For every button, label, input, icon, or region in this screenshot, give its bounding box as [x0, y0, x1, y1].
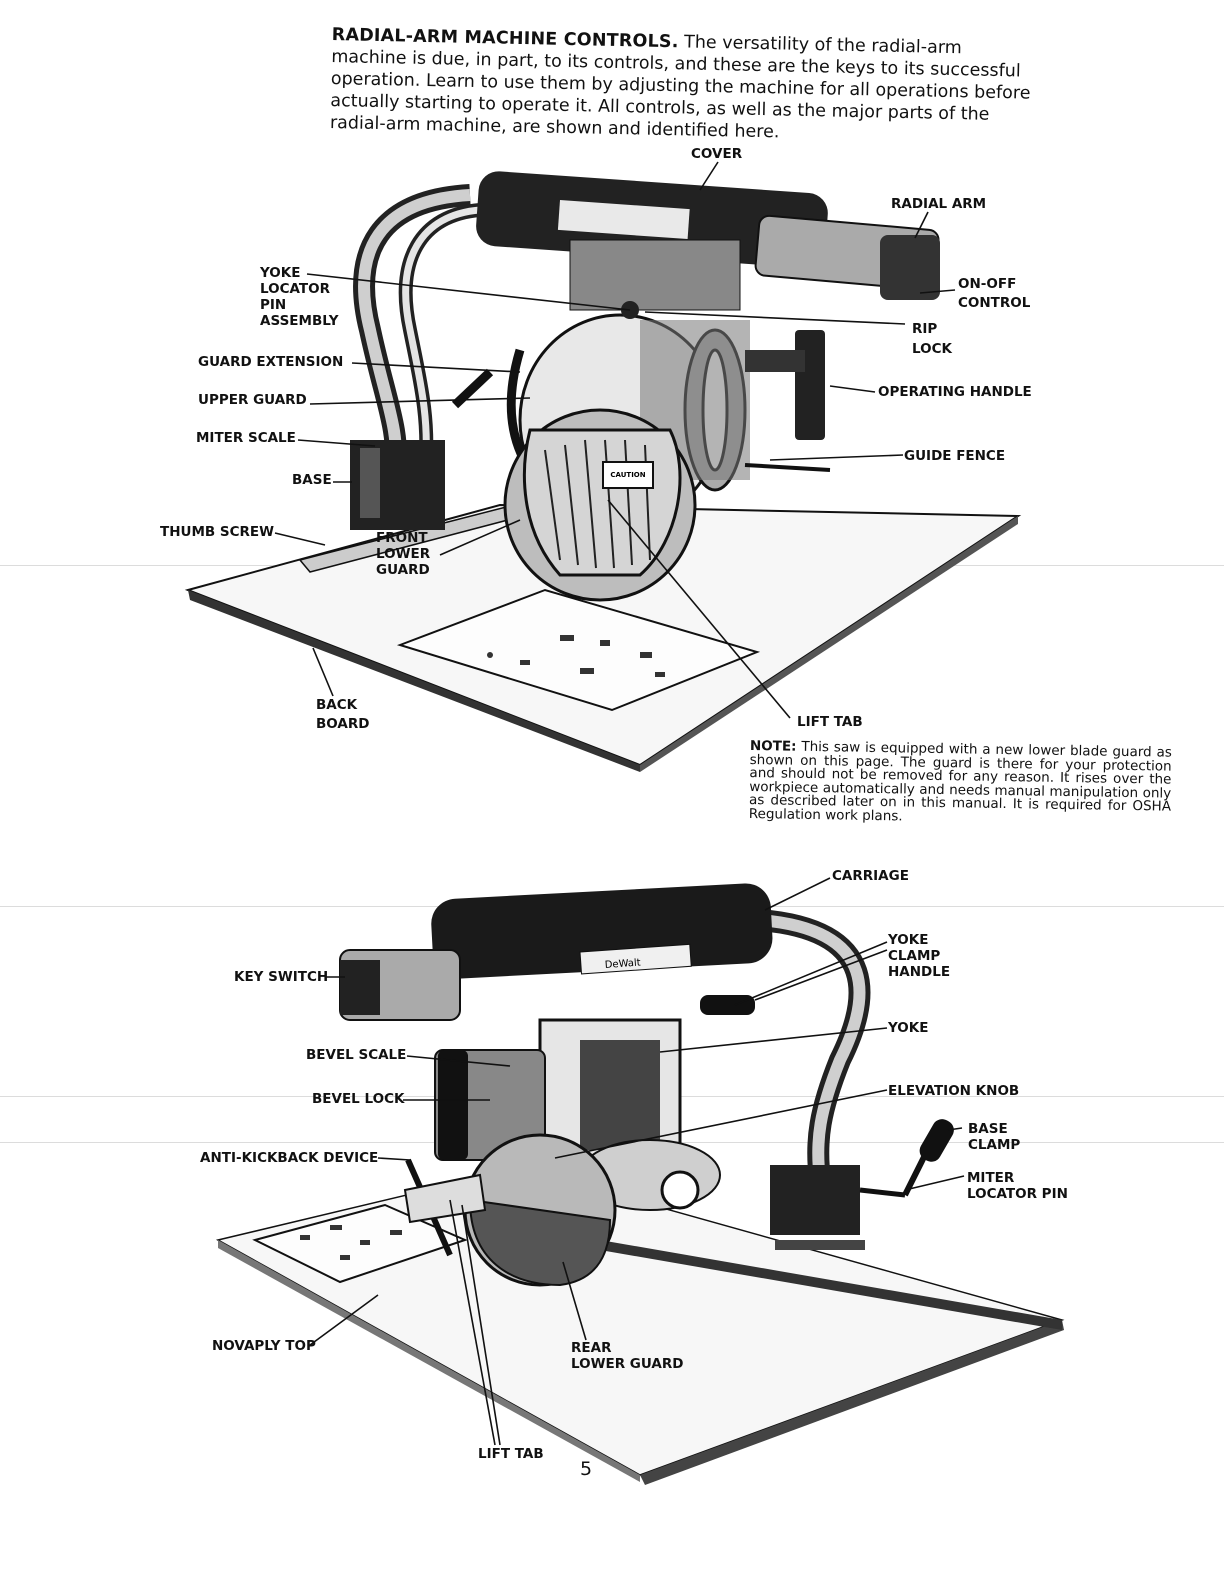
label-guide-fence: GUIDE FENCE	[904, 448, 1006, 464]
intro-paragraph: RADIAL-ARM MACHINE CONTROLS. The versati…	[330, 24, 1032, 149]
bottom-machine-illustration: DeWalt	[215, 877, 1065, 1485]
bottom-table	[215, 1167, 1065, 1476]
top-operating-handle	[795, 330, 825, 440]
top-table-plate	[396, 588, 761, 712]
label-key-switch: KEY SWITCH	[234, 969, 329, 985]
label-base-clamp: BASE CLAMP	[968, 1121, 1021, 1153]
label-back-board: BACK BOARD	[316, 697, 370, 732]
top-front-lower-guard	[522, 428, 682, 577]
label-miter-scale: MITER SCALE	[196, 430, 296, 446]
label-upper-guard: UPPER GUARD	[198, 392, 307, 408]
intro-body: The versatility of the radial-arm machin…	[329, 32, 1031, 143]
label-carriage: CARRIAGE	[832, 868, 909, 884]
label-miter-locator-pin: MITER LOCATOR PIN	[967, 1170, 1068, 1202]
label-bevel-scale: BEVEL SCALE	[306, 1047, 407, 1063]
label-novaply-top: NOVAPLY TOP	[212, 1338, 316, 1354]
page-number: 5	[580, 1458, 593, 1480]
caution-decal	[602, 461, 654, 489]
label-cover: COVER	[691, 146, 743, 162]
label-radial-arm: RADIAL ARM	[891, 196, 987, 212]
label-anti-kickback-device: ANTI-KICKBACK DEVICE	[200, 1150, 379, 1166]
label-on-off-control: ON-OFF CONTROL	[958, 276, 1031, 311]
top-table-edge	[188, 590, 640, 772]
label-front-lower-guard: FRONT LOWER GUARD	[376, 530, 431, 578]
bottom-base-block	[770, 1165, 860, 1235]
label-rear-lower-guard: REAR LOWER GUARD	[571, 1340, 684, 1372]
bottom-leader-lines	[309, 877, 965, 1446]
top-leader-lines	[274, 161, 956, 719]
label-rip-lock: RIP LOCK	[912, 321, 952, 357]
note-body: This saw is equipped with a new lower bl…	[748, 738, 1172, 824]
label-lift-tab-bottom: LIFT TAB	[478, 1446, 544, 1462]
caution-text: CAUTION	[610, 471, 645, 479]
label-yoke-locator-pin-assembly: YOKE LOCATOR PIN ASSEMBLY	[260, 265, 339, 329]
top-machine-illustration: CAUTION	[184, 161, 1022, 772]
label-elevation-knob: ELEVATION KNOB	[888, 1083, 1020, 1099]
label-base: BASE	[292, 472, 332, 488]
label-lift-tab-top: LIFT TAB	[797, 714, 863, 730]
label-bevel-lock: BEVEL LOCK	[312, 1091, 405, 1107]
label-guard-extension: GUARD EXTENSION	[198, 354, 344, 370]
label-operating-handle: OPERATING HANDLE	[878, 384, 1032, 400]
label-thumb-screw: THUMB SCREW	[160, 524, 275, 540]
brand-text: DeWalt	[604, 958, 641, 971]
label-yoke: YOKE	[888, 1020, 929, 1036]
safety-note: NOTE: This saw is equipped with a new lo…	[748, 738, 1172, 828]
bottom-rear-lower-guard	[468, 1198, 612, 1287]
label-yoke-clamp-handle: YOKE CLAMP HANDLE	[888, 932, 951, 980]
